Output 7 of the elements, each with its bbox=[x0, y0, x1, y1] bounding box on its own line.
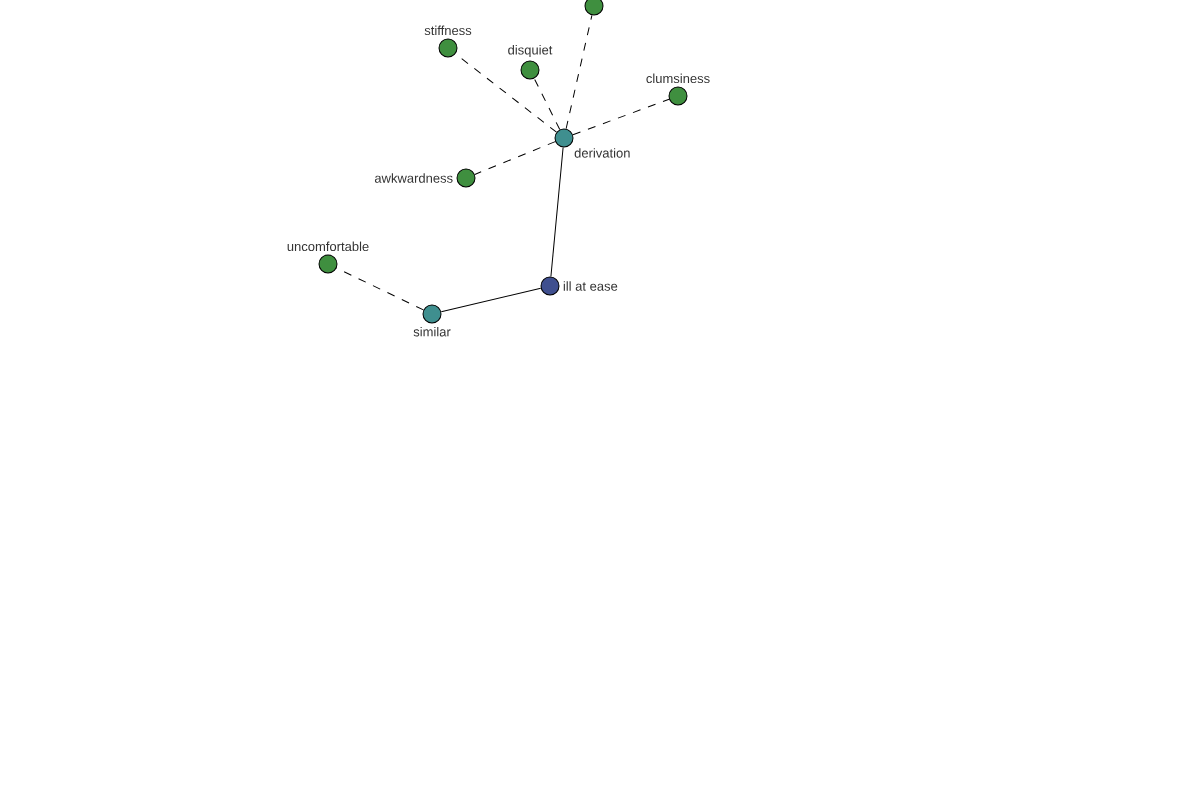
connector-line bbox=[572, 98, 670, 136]
connector-line bbox=[336, 267, 424, 311]
connector-line bbox=[550, 146, 564, 278]
connector-line bbox=[440, 287, 542, 313]
graph-node bbox=[584, 0, 604, 16]
connector-line bbox=[474, 141, 556, 175]
connector-line bbox=[533, 78, 561, 130]
